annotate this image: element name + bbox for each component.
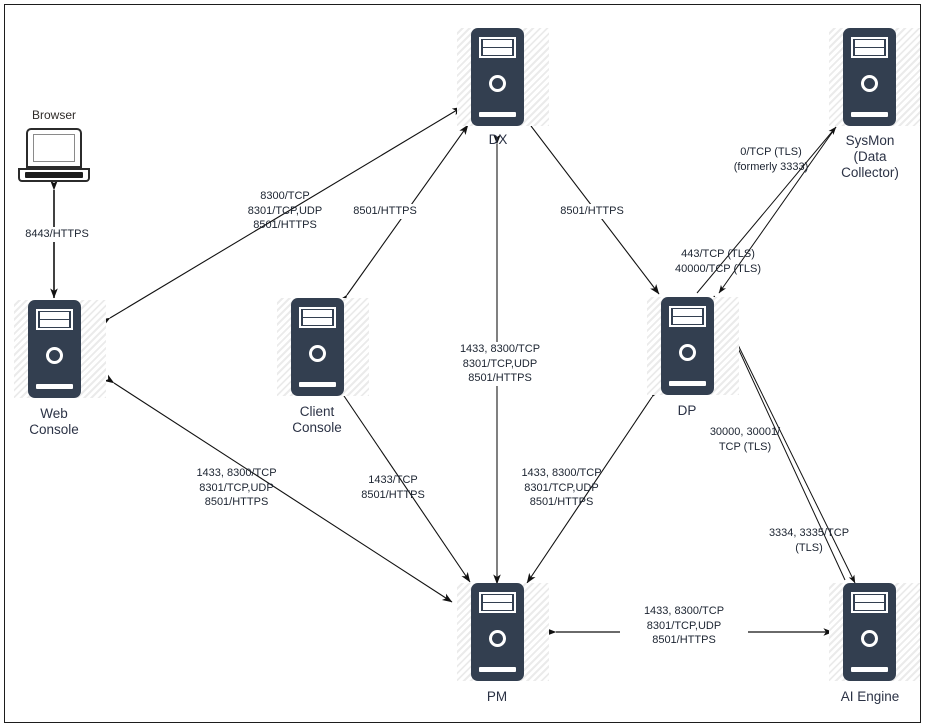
server-grill-icon	[299, 306, 336, 329]
edge-label-pm-aiengine: 1433, 8300/TCP 8301/TCP,UDP 8501/HTTPS	[620, 604, 748, 648]
connector-clientconsole-pm	[333, 382, 471, 583]
node-label-web-console: Web Console	[29, 406, 79, 437]
edge-label-aiengine-dp-up: 30000, 30001/ TCP (TLS)	[709, 426, 781, 453]
server-base-icon	[479, 112, 516, 118]
server-grill-icon	[669, 305, 706, 328]
edge-label-dx-dp: 8501/HTTPS	[540, 204, 644, 219]
server-power-icon	[489, 630, 506, 648]
edge-label-dp-aiengine-down: 3334, 3335/TCP (TLS)	[768, 527, 850, 554]
server-grill-icon	[851, 36, 888, 59]
connector-dp-sysmon-up	[696, 126, 837, 294]
connector-dp-pm	[526, 386, 661, 584]
node-label-client-console: Client Console	[292, 404, 342, 435]
server-power-icon	[861, 630, 878, 648]
node-label-ai-engine: AI Engine	[840, 689, 900, 704]
node-dx[interactable]	[471, 28, 524, 126]
connector-sysmon-dp-down	[718, 126, 837, 294]
server-base-icon	[851, 667, 888, 673]
node-label-sysmon: SysMon (Data Collector)	[841, 133, 899, 180]
server-base-icon	[851, 112, 888, 118]
server-power-icon	[489, 75, 506, 93]
server-grill-icon	[36, 308, 73, 331]
node-pm[interactable]	[471, 583, 524, 681]
edge-label-clientconsole-dx: 8501/HTTPS	[333, 204, 437, 219]
server-base-icon	[299, 382, 336, 388]
edge-label-dp-pm: 1433, 8300/TCP 8301/TCP,UDP 8501/HTTPS	[521, 467, 602, 508]
node-web-console[interactable]	[28, 300, 81, 398]
server-grill-icon	[479, 36, 516, 59]
node-client-console[interactable]	[291, 298, 344, 396]
node-sysmon[interactable]	[843, 28, 896, 126]
edge-label-browser-webconsole: 8443/HTTPS	[10, 227, 104, 242]
edge-label-dp-sysmon-up: 0/TCP (TLS) (formerly 3333)	[733, 146, 809, 173]
edge-label-webconsole-dx: 8300/TCP 8301/TCP,UDP 8501/HTTPS	[247, 190, 323, 231]
server-base-icon	[669, 381, 706, 387]
server-power-icon	[861, 75, 878, 93]
server-power-icon	[46, 347, 63, 365]
edge-label-webconsole-pm: 1433, 8300/TCP 8301/TCP,UDP 8501/HTTPS	[196, 467, 277, 508]
node-label-dx: DX	[488, 132, 508, 147]
node-dp[interactable]	[661, 297, 714, 395]
node-label-pm: PM	[486, 689, 508, 704]
edge-label-dx-pm: 1433, 8300/TCP 8301/TCP,UDP 8501/HTTPS	[431, 342, 569, 386]
server-base-icon	[479, 667, 516, 673]
server-power-icon	[679, 344, 696, 362]
edge-label-sysmon-dp-down: 443/TCP (TLS) 40000/TCP (TLS)	[674, 248, 761, 275]
node-ai-engine[interactable]	[843, 583, 896, 681]
server-base-icon	[36, 384, 73, 390]
node-label-dp: DP	[677, 403, 697, 418]
node-label-browser: Browser	[31, 108, 76, 122]
server-grill-icon	[479, 591, 516, 614]
server-grill-icon	[851, 591, 888, 614]
edge-label-clientconsole-pm: 1433/TCP 8501/HTTPS	[361, 474, 425, 501]
server-power-icon	[309, 345, 326, 363]
